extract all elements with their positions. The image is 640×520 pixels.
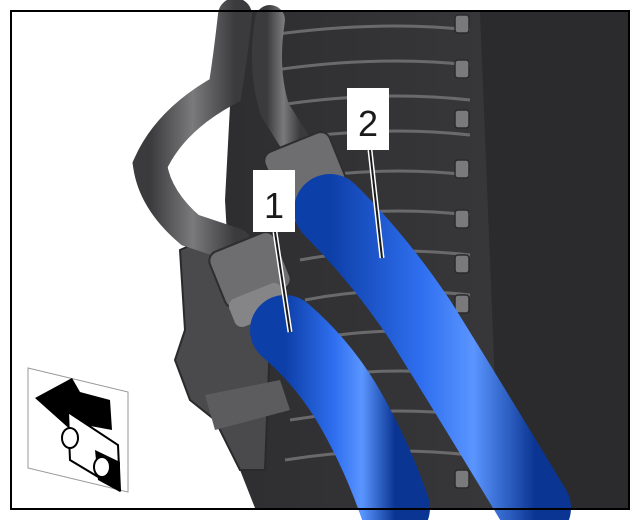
hose-2 (294, 174, 571, 520)
view-direction-arrow-icon (27, 367, 129, 493)
callout-2-number: 2 (358, 103, 378, 144)
bracket-lower-rail (205, 380, 290, 430)
radiator-side-panel (480, 12, 628, 508)
callout-1-number: 1 (264, 185, 284, 226)
upper-coolant-pipe (132, 0, 252, 262)
diagram-border (10, 10, 630, 510)
callout-1-leader-core (274, 231, 291, 333)
upper-coolant-pipe-branch (251, 5, 315, 165)
radiator-clips (454, 14, 470, 489)
hose-1 (250, 295, 430, 520)
callout-2-leader-core (369, 149, 383, 259)
callout-1: 1 (253, 170, 295, 232)
callout-2: 2 (347, 88, 389, 150)
